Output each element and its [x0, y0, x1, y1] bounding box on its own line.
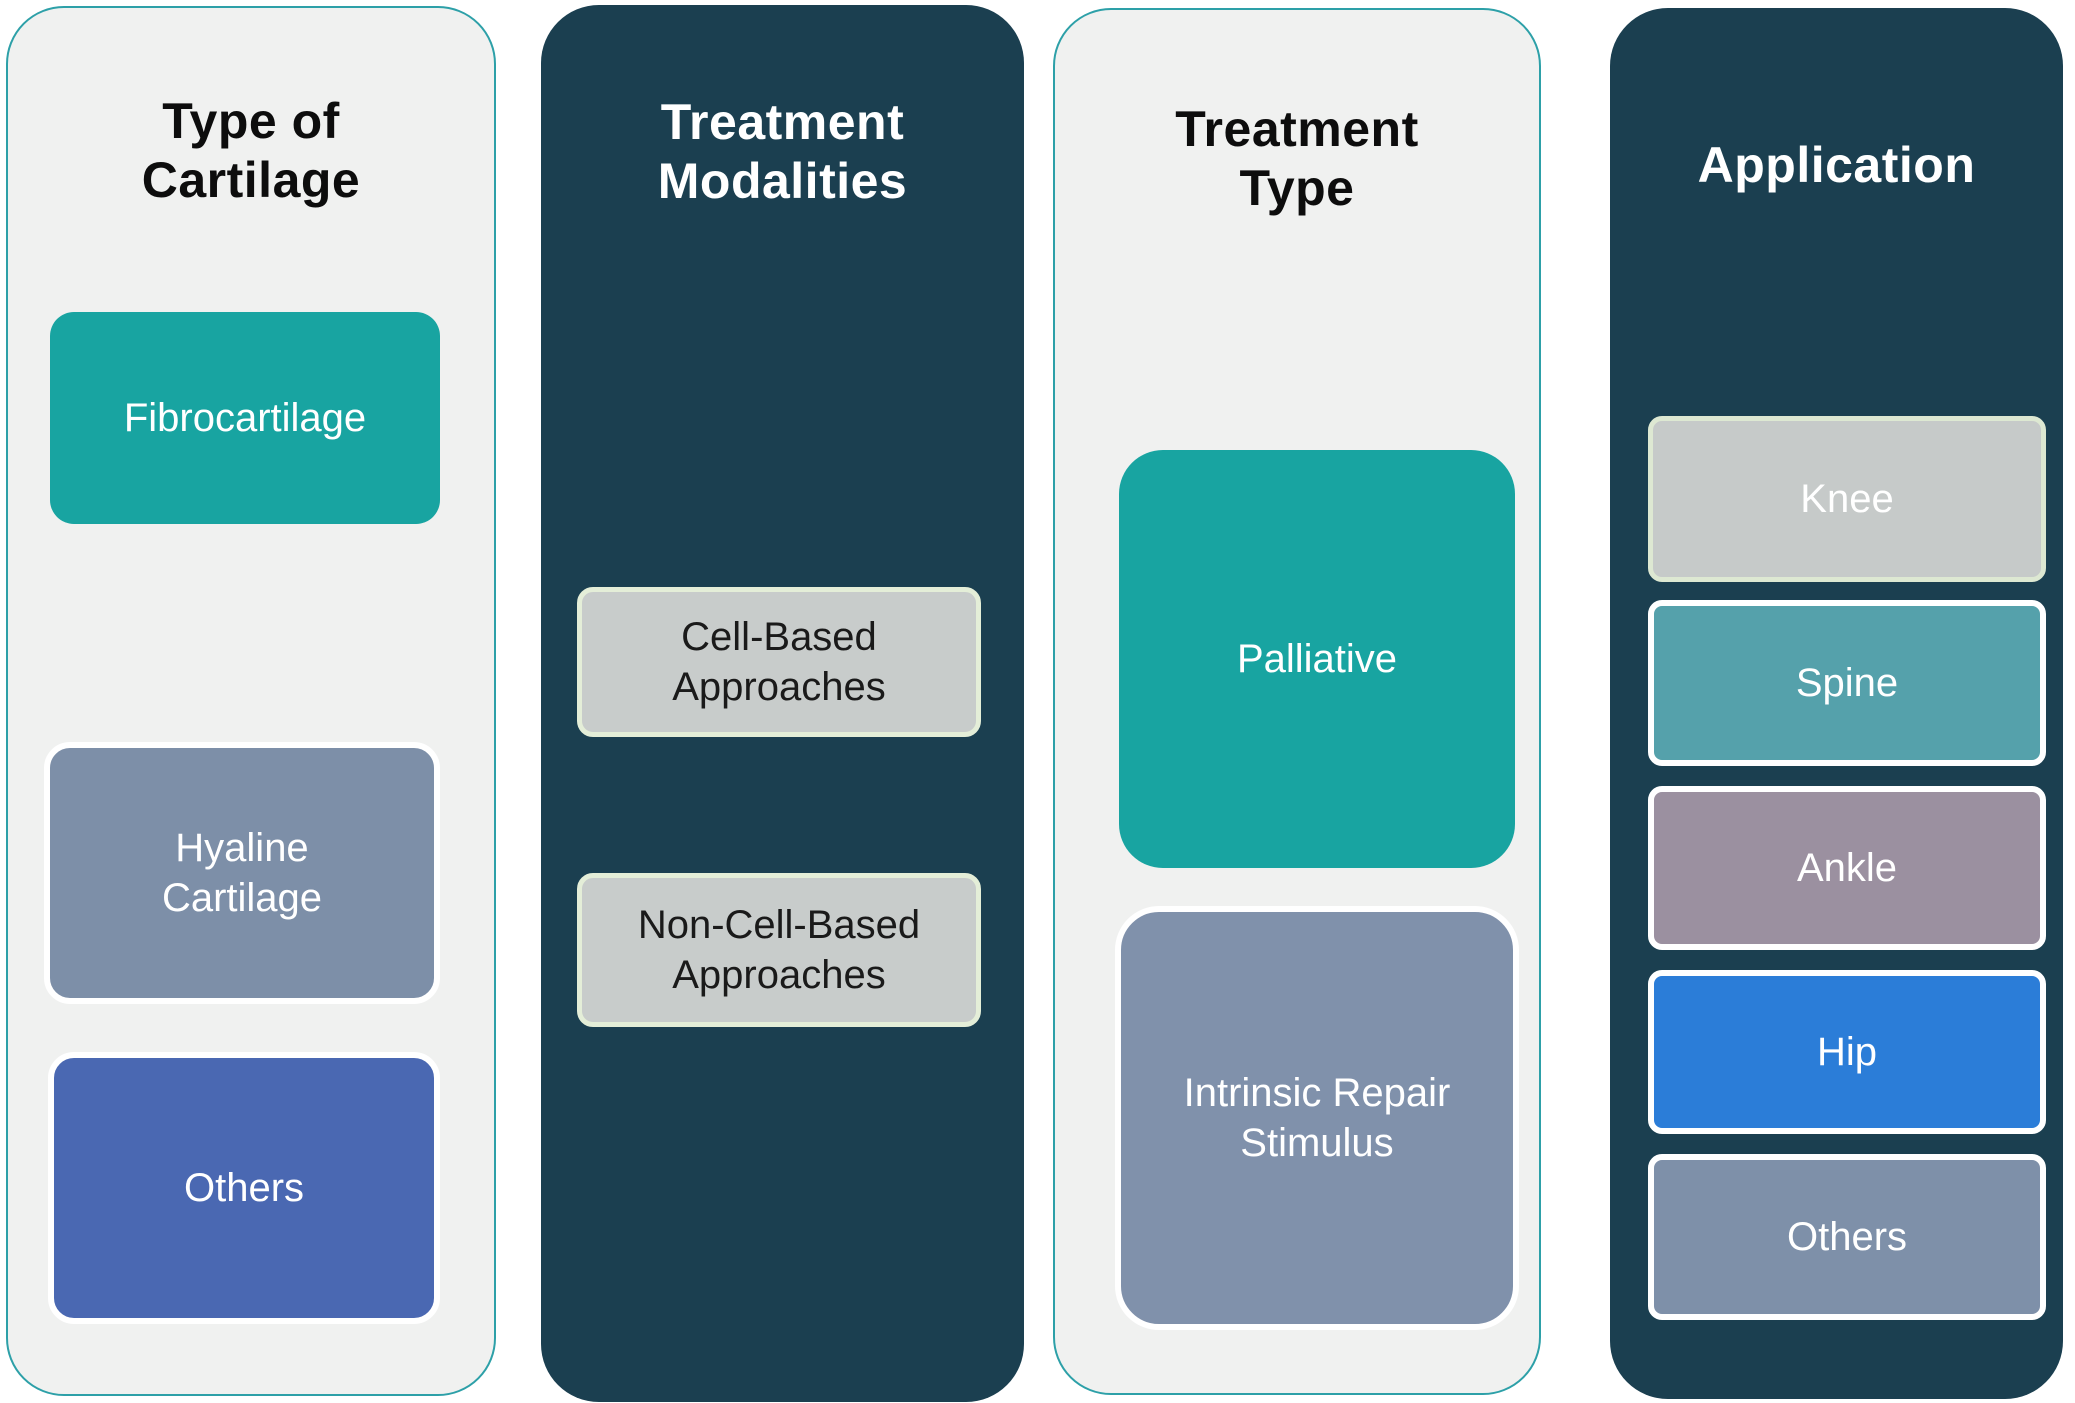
node-non-cell-based-approaches: Non-Cell-Based Approaches [577, 873, 981, 1027]
node-ankle: Ankle [1648, 786, 2046, 950]
node-label: Cell-Based Approaches [672, 615, 886, 709]
node-label: Fibrocartilage [123, 396, 367, 440]
node-label: Spine [1795, 661, 1899, 705]
node-others-application: Others [1648, 1154, 2046, 1320]
column-title-treatment-type: Treatment Type [1175, 101, 1419, 216]
node-hip: Hip [1648, 970, 2046, 1134]
node-hyaline-cartilage: Hyaline Cartilage [44, 742, 440, 1004]
node-label: Hip [1816, 1030, 1878, 1074]
node-label: Knee [1800, 477, 1894, 521]
column-title-application: Application [1697, 137, 1976, 193]
column-treatment-modalities: Treatment Modalities Cell-Based Approach… [541, 5, 1024, 1402]
node-spine: Spine [1648, 600, 2046, 766]
column-type-of-cartilage: Type of Cartilage Fibrocartilage Hyaline… [6, 6, 496, 1396]
node-cell-based-approaches: Cell-Based Approaches [577, 587, 981, 737]
node-palliative: Palliative [1119, 450, 1515, 868]
node-label: Palliative [1236, 637, 1398, 681]
column-treatment-type: Treatment Type Palliative Intrinsic Repa… [1053, 8, 1541, 1395]
node-label: Hyaline Cartilage [161, 826, 323, 920]
node-label: Intrinsic Repair Stimulus [1183, 1071, 1451, 1165]
node-intrinsic-repair-stimulus: Intrinsic Repair Stimulus [1115, 906, 1519, 1330]
node-label: Non-Cell-Based Approaches [637, 903, 921, 997]
node-label: Ankle [1796, 846, 1898, 890]
node-label: Others [183, 1166, 305, 1210]
node-label: Others [1786, 1215, 1908, 1259]
node-knee: Knee [1648, 416, 2046, 582]
node-others-cartilage: Others [48, 1052, 440, 1324]
node-fibrocartilage: Fibrocartilage [50, 312, 440, 524]
column-title-type-of-cartilage: Type of Cartilage [141, 93, 361, 208]
column-title-treatment-modalities: Treatment Modalities [657, 94, 908, 209]
column-application: Application Knee Spine Ankle Hip Others [1610, 8, 2063, 1399]
